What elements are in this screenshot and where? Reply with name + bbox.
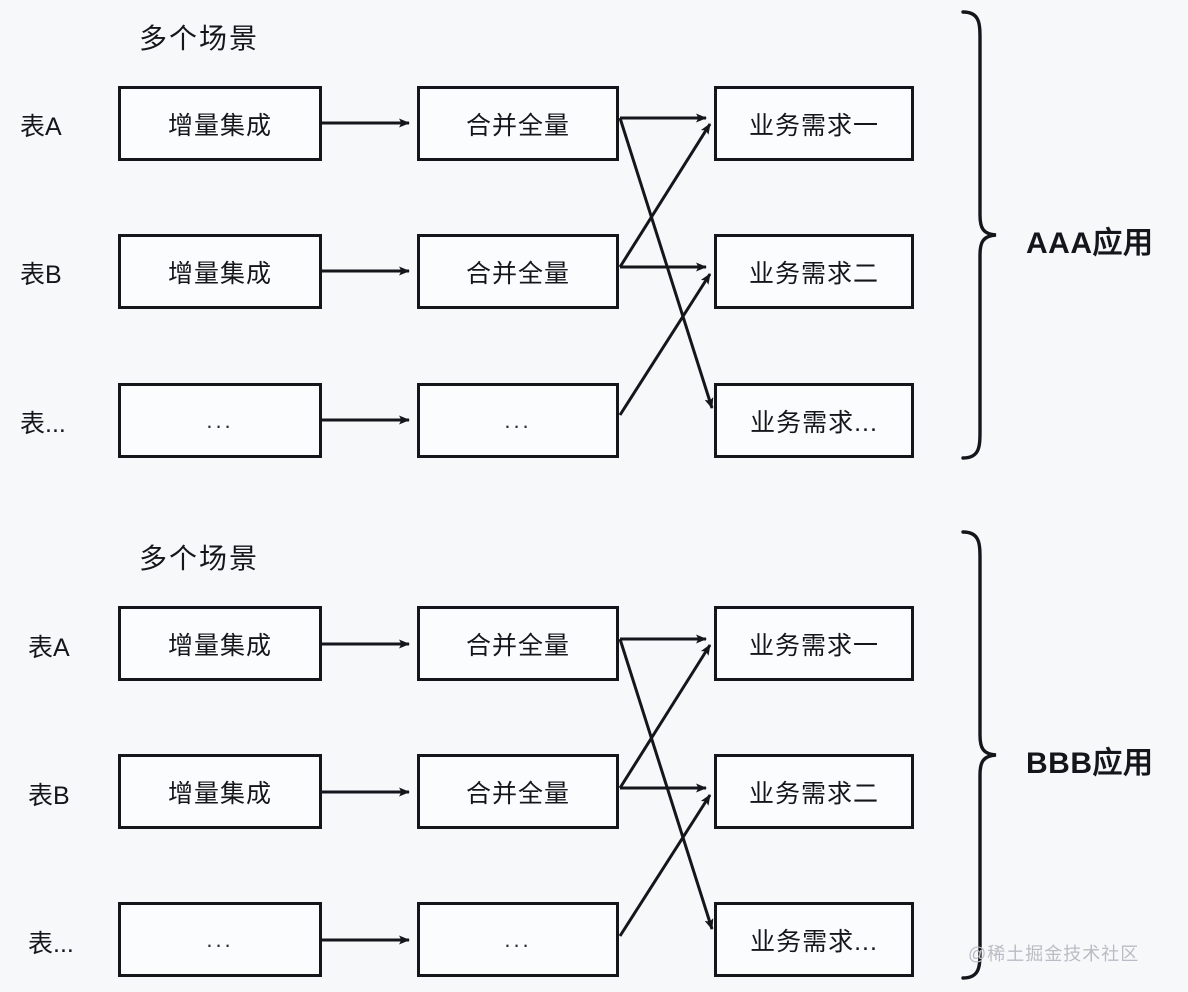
row-label-s1-r3: 表... [20,410,66,438]
arrow-stage2-target-s2-r2-t1 [618,644,712,789]
node-stage2-s1-r1[interactable]: 合并全量 [417,86,619,161]
group-label-aaa: AAA应用 [1026,227,1154,260]
node-stage1-s2-r1[interactable]: 增量集成 [118,606,322,681]
arrow-stage2-target-s1-r1-t3 [618,117,714,409]
node-target-s2-t1[interactable]: 业务需求一 [714,606,914,681]
arrow-stage2-target-s2-r1-t3 [618,638,714,930]
node-target-s1-t2[interactable]: 业务需求二 [714,234,914,309]
node-stage2-s1-r2[interactable]: 合并全量 [417,234,619,309]
node-stage1-s1-r2[interactable]: 增量集成 [118,234,322,309]
watermark-text: @稀土掘金技术社区 [968,944,1140,964]
group-brace-bbb [961,530,997,980]
row-label-s2-r1: 表A [28,634,70,662]
arrow-stage2-target-s2-r3-t2 [618,794,712,937]
group-brace-aaa [961,10,997,460]
node-target-s2-t3[interactable]: 业务需求... [714,902,914,977]
node-stage1-s1-r1[interactable]: 增量集成 [118,86,322,161]
node-target-s1-t1[interactable]: 业务需求一 [714,86,914,161]
node-stage1-s2-r3[interactable]: ... [118,902,322,977]
row-label-s1-r1: 表A [20,113,62,141]
node-target-s1-t3[interactable]: 业务需求... [714,383,914,458]
row-label-s2-r2: 表B [28,782,70,810]
arrow-stage2-target-s1-r2-t1 [618,123,712,268]
node-stage2-s2-r2[interactable]: 合并全量 [417,754,619,829]
node-stage1-s2-r2[interactable]: 增量集成 [118,754,322,829]
node-stage2-s2-r1[interactable]: 合并全量 [417,606,619,681]
arrow-stage2-target-s1-r3-t2 [618,273,712,416]
group-label-bbb: BBB应用 [1026,747,1154,780]
node-stage1-s1-r3[interactable]: ... [118,383,322,458]
node-target-s2-t2[interactable]: 业务需求二 [714,754,914,829]
section-title-bbb: 多个场景 [139,543,260,574]
row-label-s2-r3: 表... [28,930,74,958]
row-label-s1-r2: 表B [20,261,62,289]
section-title-aaa: 多个场景 [139,23,260,54]
node-stage2-s1-r3[interactable]: ... [417,383,619,458]
node-stage2-s2-r3[interactable]: ... [417,902,619,977]
